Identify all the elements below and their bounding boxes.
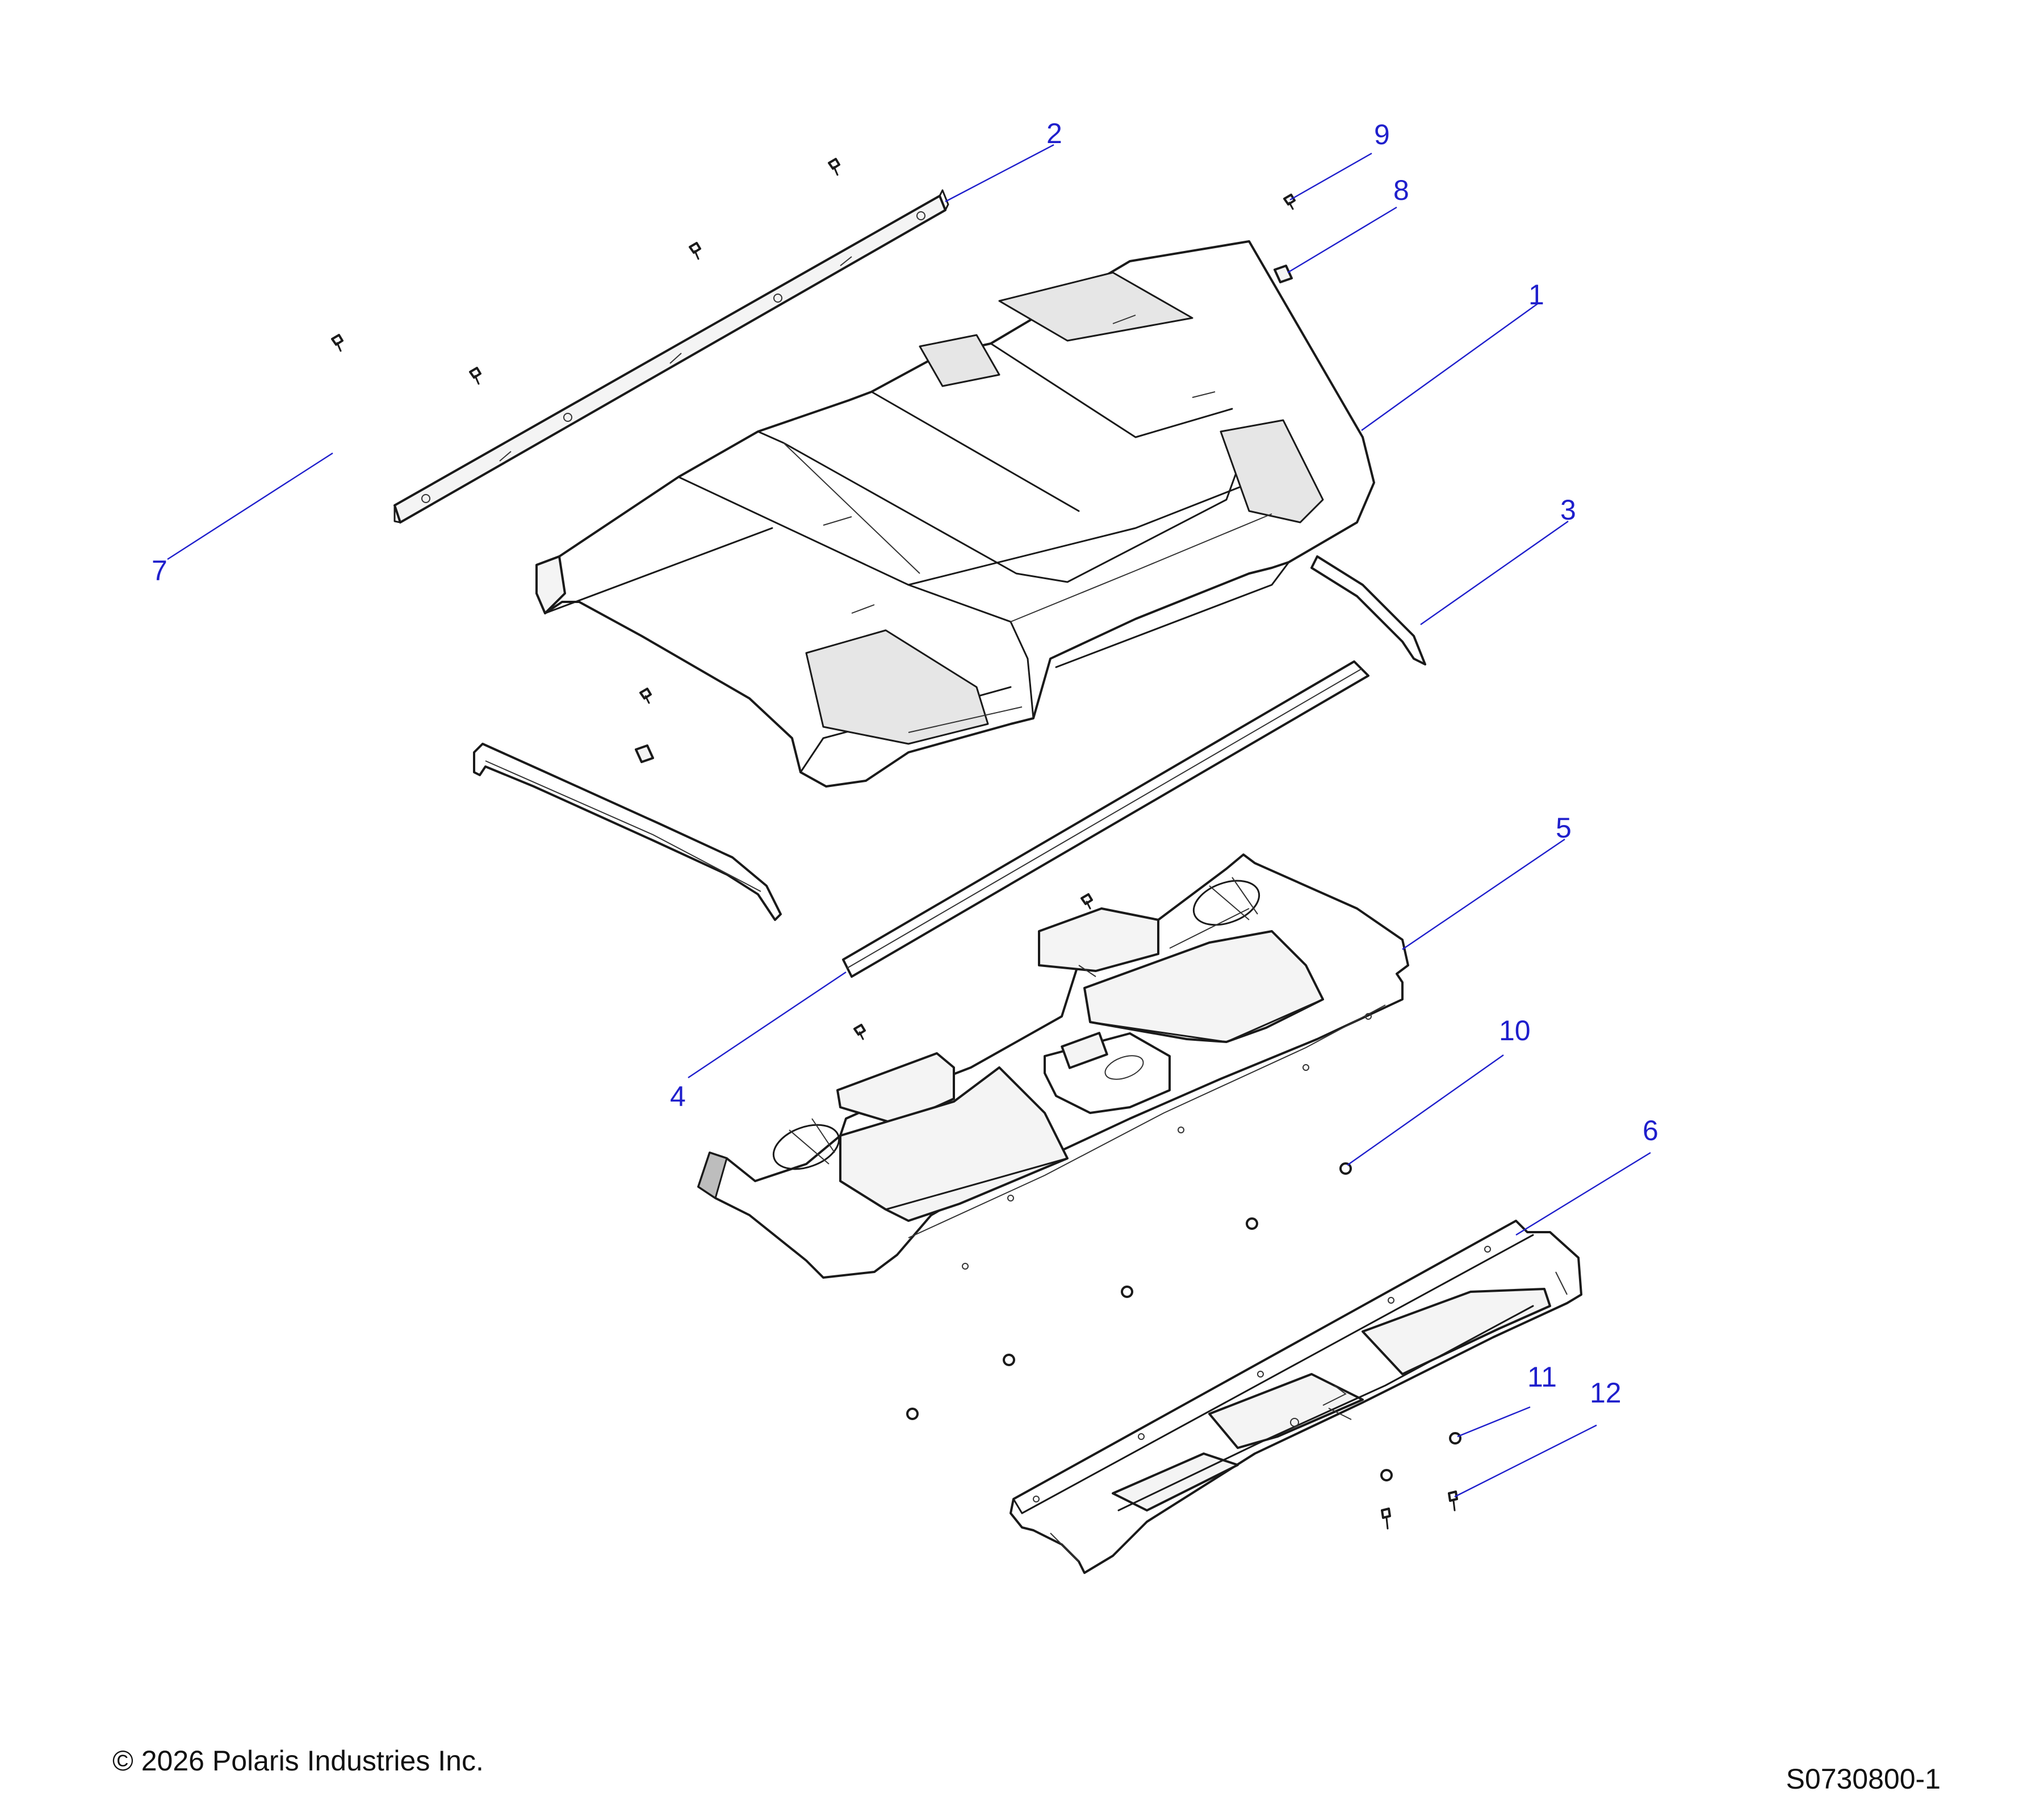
leader-lines — [167, 144, 1651, 1498]
leader-9 — [1289, 152, 1372, 201]
screw-front-a[interactable] — [828, 158, 840, 176]
nut-10[interactable] — [1339, 1162, 1352, 1175]
washer-11[interactable] — [1449, 1432, 1461, 1445]
leader-2 — [945, 144, 1054, 203]
copyright-text: © 2026 Polaris Industries Inc. — [112, 1745, 484, 1777]
callout-7[interactable]: 7 — [152, 555, 167, 587]
screw-front-c[interactable] — [469, 367, 481, 385]
side-trim-right[interactable] — [1310, 555, 1426, 665]
roof-part[interactable] — [535, 240, 1375, 788]
nut-c[interactable] — [1003, 1354, 1015, 1366]
screw-7[interactable] — [331, 334, 344, 352]
callout-12[interactable]: 12 — [1590, 1377, 1622, 1409]
callout-4[interactable]: 4 — [670, 1081, 686, 1112]
callout-11[interactable]: 11 — [1527, 1361, 1557, 1393]
fastener-group — [331, 158, 1461, 1530]
screw-front-b[interactable] — [689, 242, 701, 260]
callout-labels: 1 2 3 4 5 6 7 8 9 10 11 12 — [152, 118, 1658, 1409]
screw-roof-lower[interactable] — [639, 688, 652, 704]
headliner-panel[interactable] — [697, 853, 1409, 1279]
clip-roof-lower[interactable] — [635, 744, 654, 763]
screw-9[interactable] — [1283, 194, 1296, 210]
clip-8[interactable] — [1274, 265, 1293, 283]
leader-6 — [1515, 1152, 1651, 1236]
callout-10[interactable]: 10 — [1499, 1015, 1531, 1046]
leader-10 — [1347, 1054, 1504, 1166]
leader-8 — [1287, 206, 1397, 274]
nut-d[interactable] — [906, 1408, 919, 1420]
leader-7 — [167, 452, 333, 560]
callout-3[interactable]: 3 — [1560, 494, 1576, 526]
callout-9[interactable]: 9 — [1374, 119, 1390, 150]
side-trim-left[interactable] — [473, 743, 782, 921]
leader-11 — [1457, 1406, 1531, 1438]
leader-1 — [1361, 303, 1538, 431]
front-bracket-strip[interactable] — [393, 189, 949, 524]
callout-2[interactable]: 2 — [1046, 118, 1062, 149]
leader-4 — [688, 972, 847, 1078]
callout-6[interactable]: 6 — [1643, 1115, 1658, 1146]
callout-1[interactable]: 1 — [1528, 279, 1544, 311]
leader-12 — [1454, 1424, 1597, 1498]
screw-12[interactable] — [1448, 1491, 1458, 1512]
callout-5[interactable]: 5 — [1556, 812, 1572, 844]
screw-headliner-a[interactable] — [1080, 893, 1093, 910]
nut-a[interactable] — [1246, 1217, 1258, 1230]
screw-lower[interactable] — [1381, 1508, 1391, 1530]
callout-8[interactable]: 8 — [1393, 174, 1409, 206]
nut-b[interactable] — [1121, 1286, 1133, 1298]
leader-3 — [1420, 521, 1569, 625]
screw-headliner-b[interactable] — [853, 1024, 866, 1040]
seal-strip[interactable] — [842, 660, 1369, 978]
leader-5 — [1402, 839, 1565, 950]
lower-tray-panel[interactable] — [1010, 1220, 1582, 1574]
drawing-number: S0730800-1 — [1786, 1763, 1941, 1795]
washer-lower[interactable] — [1380, 1469, 1393, 1481]
